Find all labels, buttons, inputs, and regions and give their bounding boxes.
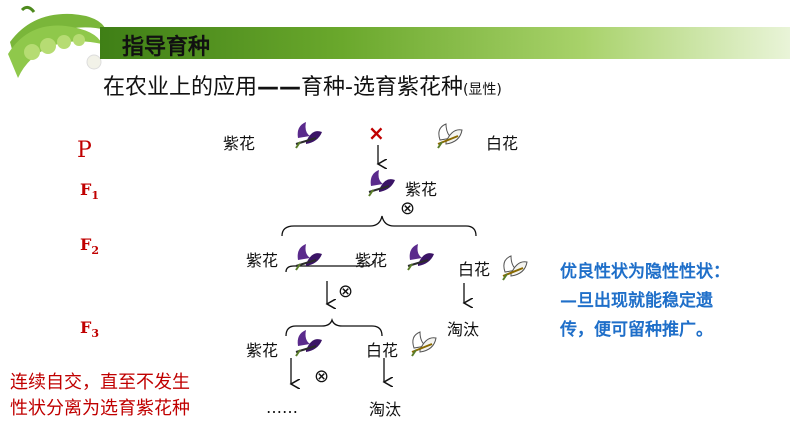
- blue-note-line-3: 传，便可留种推广。: [560, 320, 713, 340]
- purple-flower-icon: [295, 244, 322, 271]
- f2-purple-label-1: 紫花: [246, 251, 279, 270]
- f2-purple-label-2: 紫花: [355, 251, 388, 270]
- purple-flower-icon: [295, 122, 322, 149]
- white-flower-icon: [437, 123, 463, 149]
- ellipsis-label: ……: [266, 398, 298, 417]
- red-note-line-1: 连续自交，直至不发生: [10, 372, 190, 393]
- header-title: 指导育种: [122, 35, 211, 60]
- p-purple-label: 紫花: [223, 134, 256, 153]
- gen-f3-label: F3: [80, 318, 100, 341]
- p-white-label: 白花: [486, 134, 519, 153]
- subtitle-dash: ——: [257, 75, 302, 100]
- subtitle-note: (显性): [462, 82, 502, 98]
- f2-white-label: 白花: [458, 260, 491, 279]
- cross-symbol: ×: [368, 121, 385, 145]
- purple-flower-icon: [295, 330, 322, 357]
- selfing-symbol: ⊗: [314, 366, 330, 387]
- selfing-symbol: ⊗: [338, 281, 354, 302]
- selfing-symbol: ⊗: [400, 198, 416, 219]
- f1-purple-label: 紫花: [405, 180, 438, 199]
- gen-f2-label: F2: [80, 235, 100, 258]
- purple-flower-icon: [368, 170, 395, 197]
- white-flower-icon: [502, 255, 528, 281]
- f3-eliminate-label: 淘汰: [369, 400, 402, 419]
- gen-p-label: P: [77, 138, 92, 163]
- gen-f1-label: F1: [80, 180, 100, 203]
- red-note-line-2: 性状分离为选育紫花种: [10, 398, 190, 419]
- purple-flower-icon: [407, 244, 434, 271]
- subtitle: 在农业上的应用——育种-选育紫花种(显性): [103, 69, 502, 101]
- f2-eliminate-label: 淘汰: [447, 320, 480, 339]
- subtitle-rest: 育种-选育紫花种: [301, 75, 463, 100]
- blue-note-line-2: —旦出现就能稳定遗: [560, 291, 713, 311]
- pea-pod-image: [8, 5, 106, 78]
- blue-note-line-1: 优良性状为隐性性状：: [560, 262, 730, 282]
- blue-note: 优良性状为隐性性状： —旦出现就能稳定遗 传，便可留种推广。: [560, 258, 790, 345]
- f3-purple-label: 紫花: [246, 341, 279, 360]
- header-bar: [100, 27, 790, 59]
- red-note: 连续自交，直至不发生 性状分离为选育紫花种: [10, 370, 250, 422]
- white-flower-icon: [411, 331, 437, 357]
- subtitle-main: 在农业上的应用: [103, 75, 258, 100]
- f3-white-label: 白花: [366, 341, 399, 360]
